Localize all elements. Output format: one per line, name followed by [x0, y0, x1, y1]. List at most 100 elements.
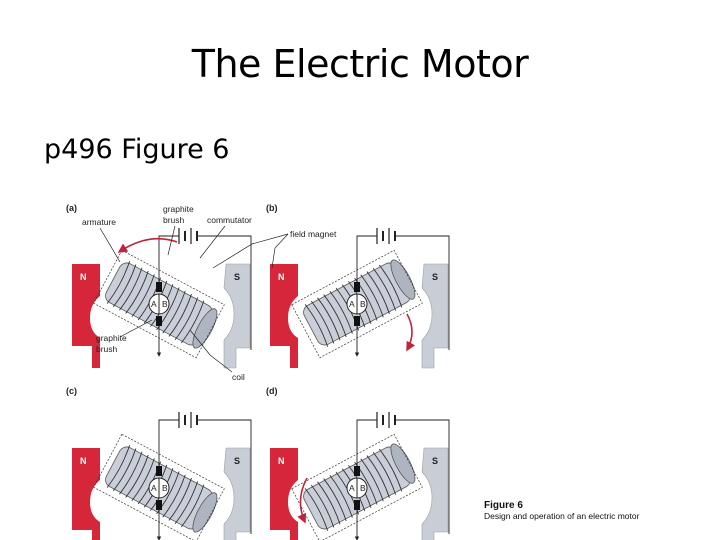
coil-winding — [366, 455, 390, 499]
armature-end — [192, 308, 218, 349]
coil-winding — [131, 458, 155, 502]
coil-winding — [125, 454, 149, 498]
north-pole-label: N — [80, 272, 87, 282]
coil-winding — [112, 264, 137, 308]
segment-b-label: B — [162, 483, 168, 493]
rotation-arrow — [117, 237, 178, 253]
coil-winding — [119, 267, 143, 311]
coil-winding — [317, 297, 341, 341]
armature-end — [192, 492, 218, 533]
bottom-brush — [354, 316, 360, 326]
coil-winding — [310, 484, 335, 528]
coil-winding — [168, 293, 192, 337]
wire-return — [395, 235, 450, 350]
coil-winding — [131, 274, 155, 318]
top-brush — [354, 466, 360, 476]
segment-b-label: B — [162, 299, 168, 309]
north-pole-label: N — [278, 272, 285, 282]
coil-winding — [180, 300, 205, 344]
segment-a-label: A — [151, 299, 157, 309]
coil-winding — [180, 484, 205, 528]
coil-winding — [323, 294, 347, 338]
rotation-arrow — [297, 477, 308, 524]
coil-winding — [372, 451, 397, 495]
coil-winding — [360, 274, 384, 318]
panel-label-c: (c) — [66, 386, 77, 396]
coil-winding — [366, 271, 390, 315]
top-brush — [354, 282, 360, 292]
graphite-brush-top-label-2: brush — [163, 215, 185, 225]
segment-a-label: A — [151, 483, 157, 493]
north-pole-label: N — [80, 456, 87, 466]
caption-text: Design and operation of an electric moto… — [484, 511, 640, 521]
coil-winding — [106, 261, 131, 304]
coil-winding — [329, 474, 353, 518]
rotation-arrow — [406, 313, 416, 352]
north-magnet — [72, 264, 100, 368]
graphite-brush-bottom-label-2: brush — [96, 344, 118, 354]
coil-winding — [112, 448, 137, 492]
south-magnet — [421, 447, 449, 540]
bottom-brush — [156, 316, 162, 326]
south-magnet — [223, 263, 251, 369]
bottom-brush — [156, 500, 162, 510]
north-magnet — [72, 448, 100, 540]
south-pole-label: S — [234, 456, 240, 466]
south-pole-label: S — [234, 272, 240, 282]
coil-winding — [317, 481, 341, 525]
wire-return — [197, 235, 252, 350]
armature-end — [390, 443, 416, 484]
caption-title: Figure 6 — [484, 500, 523, 511]
south-pole-label: S — [432, 456, 438, 466]
coil-winding — [106, 445, 131, 488]
wire-return — [197, 419, 252, 534]
coil-winding — [360, 458, 384, 502]
graphite-brush-top-label-1: graphite — [163, 204, 194, 214]
panel-label-a: (a) — [66, 203, 77, 213]
north-pole-label: N — [278, 456, 285, 466]
wire-top — [356, 235, 377, 282]
wire-return — [395, 419, 450, 534]
graphite-brush-bottom-label-1: graphite — [96, 333, 127, 343]
panel-label-b: (b) — [266, 203, 278, 213]
panel-label-d: (d) — [266, 386, 278, 396]
top-brush — [156, 282, 162, 292]
armature-label: armature — [82, 217, 116, 227]
south-magnet — [421, 263, 449, 369]
coil-winding — [162, 290, 186, 334]
segment-a-label: A — [349, 483, 355, 493]
coil-winding — [174, 481, 199, 525]
armature-end — [390, 259, 416, 300]
wire-top — [356, 419, 377, 466]
south-pole-label: S — [432, 272, 438, 282]
commutator-label: commutator — [207, 215, 252, 225]
segment-b-label: B — [360, 483, 366, 493]
coil-winding — [372, 267, 397, 311]
coil-winding — [323, 478, 347, 522]
north-magnet — [270, 448, 298, 540]
south-magnet — [223, 447, 251, 540]
slide-bullet-text: p496 Figure 6 — [44, 134, 230, 165]
coil-label: coil — [232, 372, 245, 382]
bottom-brush — [354, 500, 360, 510]
coil-winding — [174, 297, 199, 341]
coil-winding — [162, 474, 186, 518]
coil-winding — [304, 488, 329, 531]
coil-winding — [378, 264, 403, 308]
coil-winding — [125, 270, 149, 314]
slide-title: The Electric Motor — [191, 42, 529, 86]
wire-top — [158, 419, 179, 466]
coil-winding — [378, 448, 403, 492]
north-magnet — [270, 264, 298, 368]
top-brush — [156, 466, 162, 476]
coil-winding — [119, 451, 143, 495]
segment-a-label: A — [349, 299, 355, 309]
coil-winding — [310, 300, 335, 344]
coil-winding — [168, 477, 192, 521]
segment-b-label: B — [360, 299, 366, 309]
